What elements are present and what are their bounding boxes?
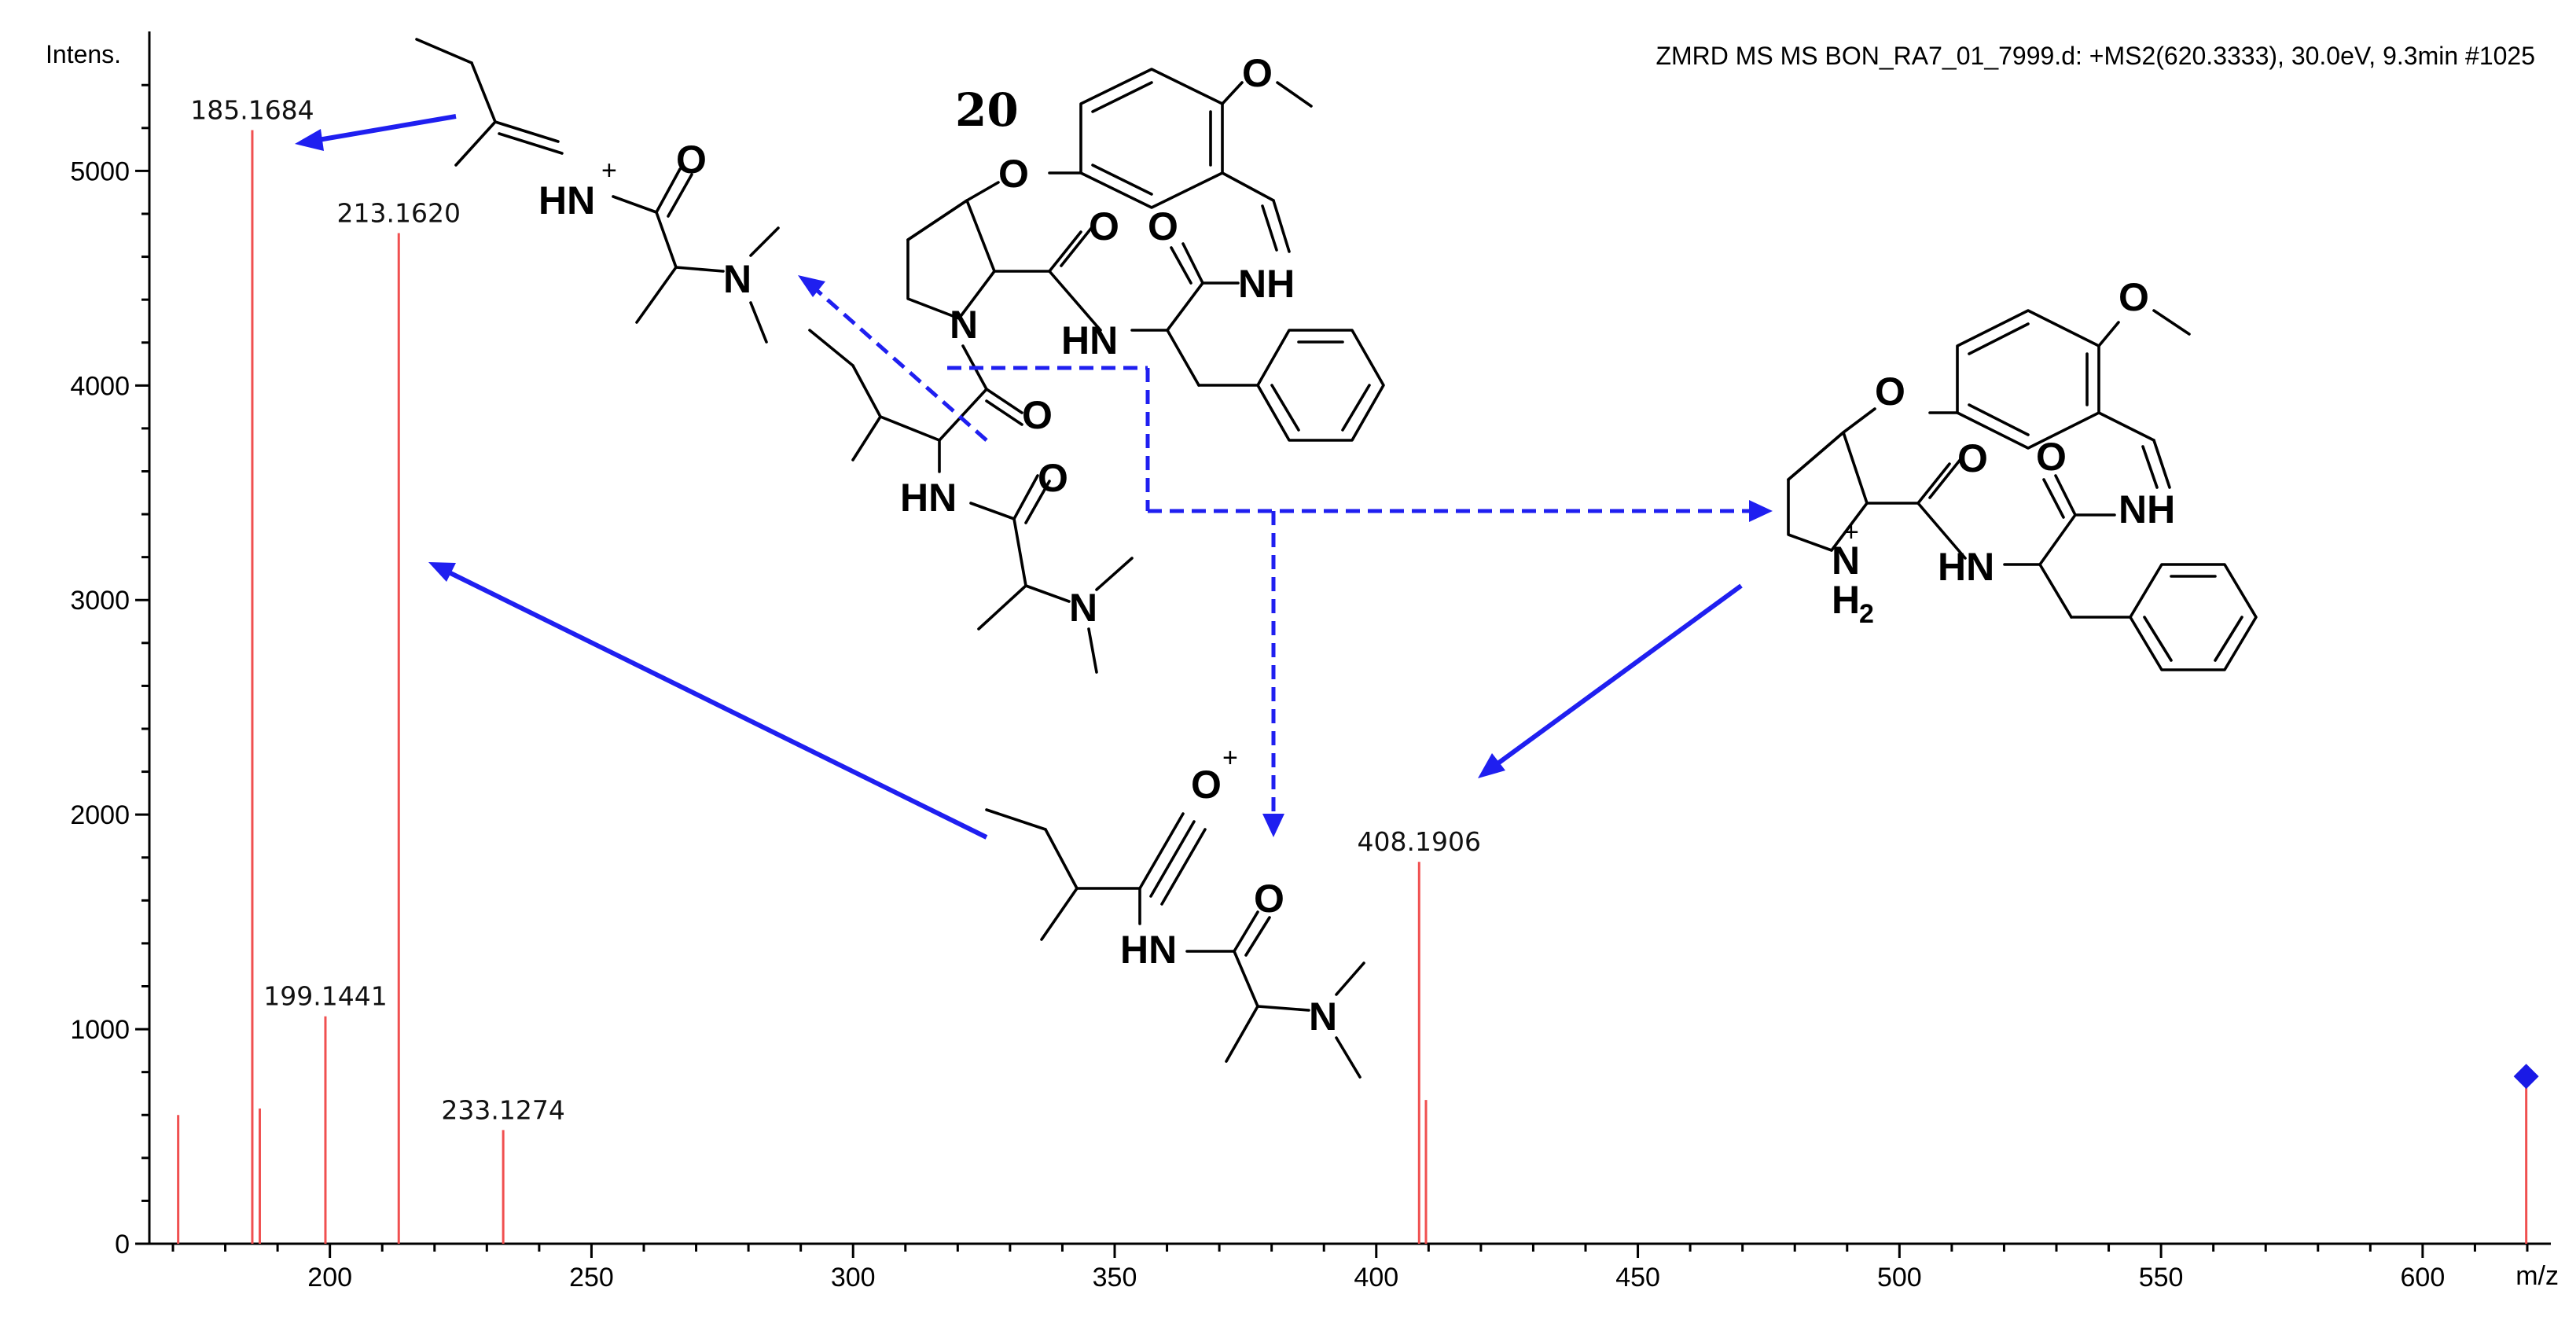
fragment-213-structure: O + HN O N (985, 743, 1365, 1079)
charge-plus: + (601, 156, 617, 186)
atom-o: O (676, 138, 707, 182)
y-tick-label: 2000 (70, 800, 130, 830)
peak-labels: 185.1684 199.1441 213.1620 233.1274 408.1906 (190, 95, 1481, 1126)
parent-compound-20: O NH O N O HN O (808, 51, 1385, 674)
atom-o: O (1242, 51, 1273, 95)
atom-h: H (1832, 578, 1860, 622)
peak-label: 199.1441 (263, 981, 387, 1012)
atom-hn: HN (1120, 928, 1177, 972)
x-tick-label: 500 (1877, 1263, 1922, 1292)
y-tick-label: 5000 (70, 156, 130, 186)
fragment-185-structure: HN + O N (415, 38, 780, 344)
compound-number: 20 (955, 83, 1019, 137)
precursor-marker (2513, 1064, 2539, 1090)
chart-title: ZMRD MS MS BON_RA7_01_7999.d: +MS2(620.3… (1655, 42, 2535, 70)
x-tick-label: 200 (307, 1263, 352, 1292)
atom-nh: NH (2118, 487, 2175, 531)
atom-o: O (1957, 436, 1988, 480)
y-tick-label: 0 (115, 1230, 130, 1259)
y-tick-label: 1000 (70, 1015, 130, 1045)
peak-label: 408.1906 (1358, 826, 1481, 857)
fragmentation-arrows (295, 114, 1773, 840)
atom-o: O (1089, 204, 1119, 248)
atom-o: O (1022, 393, 1053, 437)
x-tick-label: 250 (569, 1263, 614, 1292)
y-axis-ticks: 0 1000 2000 3000 4000 5000 (70, 83, 149, 1259)
atom-h-subscript: 2 (1859, 599, 1874, 629)
charge-plus: + (1843, 517, 1859, 547)
atom-n: N (1069, 586, 1097, 630)
fragment-408-structure: O NH O N + H 2 O HN O (1787, 275, 2258, 671)
atom-n: N (950, 303, 978, 347)
spectrum-peaks (177, 130, 2539, 1244)
atom-n: N (723, 257, 751, 301)
x-tick-label: 300 (831, 1263, 876, 1292)
x-axis-label: m/z (2515, 1261, 2559, 1291)
atom-hn: HN (538, 178, 595, 222)
atom-hn: HN (1938, 545, 1994, 589)
atom-n: N (1832, 539, 1860, 583)
atom-o: O (1191, 763, 1222, 807)
x-tick-label: 550 (2139, 1263, 2184, 1292)
atom-n: N (1309, 995, 1337, 1039)
atom-o: O (998, 152, 1029, 196)
atom-hn: HN (900, 476, 957, 520)
x-tick-label: 600 (2401, 1263, 2446, 1292)
atom-nh: NH (1238, 262, 1295, 306)
peak-label: 233.1274 (441, 1094, 564, 1125)
y-tick-label: 3000 (70, 586, 130, 616)
x-axis-ticks: 200 250 300 350 400 450 500 550 600 (171, 1244, 2529, 1292)
charge-plus: + (1222, 743, 1238, 773)
atom-o: O (1254, 877, 1284, 921)
x-tick-label: 450 (1615, 1263, 1660, 1292)
x-tick-label: 400 (1354, 1263, 1398, 1292)
atom-o: O (2036, 435, 2067, 479)
y-axis-label: Intens. (46, 40, 121, 68)
structure-diagrams: 20 O NH O N (295, 38, 2258, 1079)
atom-hn: HN (1061, 318, 1118, 362)
atom-o: O (1875, 370, 1905, 414)
y-tick-label: 4000 (70, 371, 130, 401)
atom-o: O (2118, 275, 2149, 319)
atom-o: O (1148, 204, 1178, 248)
peak-label: 185.1684 (190, 95, 314, 126)
atom-o: O (1038, 456, 1068, 500)
peak-label: 213.1620 (337, 198, 461, 229)
x-tick-label: 350 (1093, 1263, 1137, 1292)
